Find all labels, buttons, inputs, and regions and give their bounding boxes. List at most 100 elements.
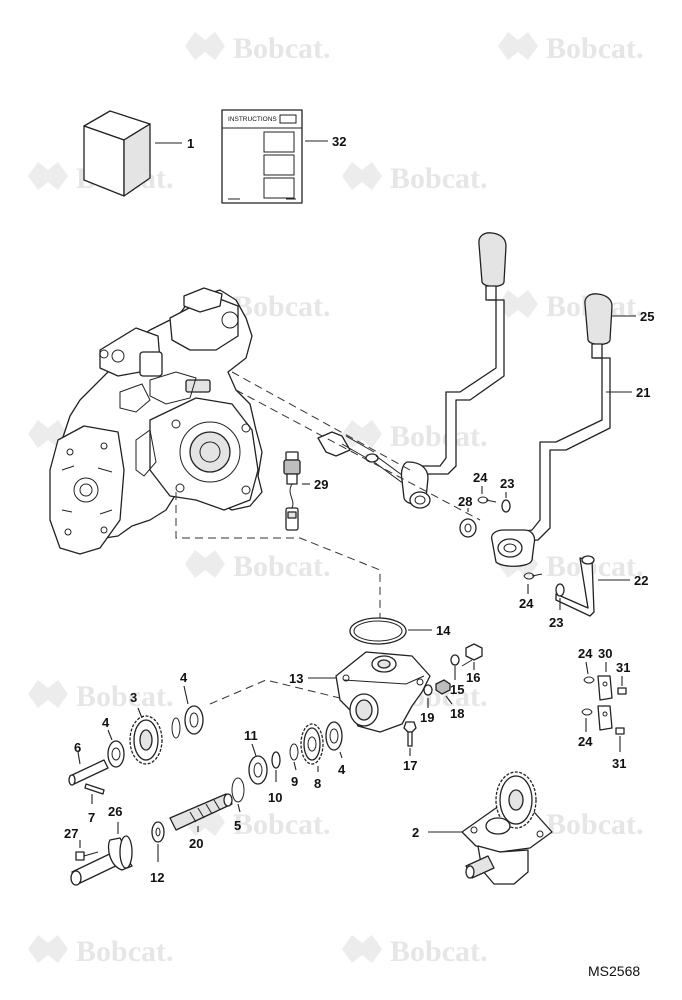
- gear-8: [300, 723, 324, 765]
- watermark-text: Bobcat.: [233, 550, 331, 583]
- washer-23-top: [501, 499, 511, 513]
- watermark-text: Bobcat.: [76, 680, 174, 713]
- callout-13: 13: [289, 671, 303, 686]
- plug-18: [435, 679, 451, 695]
- watermark-text: Bobcat.: [233, 808, 331, 841]
- callout-24a: 24: [473, 470, 488, 485]
- bobcat-logo-icon: [342, 162, 382, 190]
- callout-10: 10: [268, 790, 282, 805]
- alignment-line-lever: [231, 371, 481, 521]
- clevis-detail-top: [583, 675, 627, 701]
- washer-12: [151, 821, 165, 843]
- callout-24b: 24: [519, 596, 534, 611]
- pin-6: [68, 759, 109, 786]
- callout-1: 1: [187, 136, 194, 151]
- callout-17: 17: [403, 758, 417, 773]
- speed-sensor: [283, 451, 301, 531]
- callout-27: 27: [64, 826, 78, 841]
- bobcat-logo-icon: [28, 680, 68, 708]
- steering-lever-right: [490, 293, 613, 567]
- cotter-pin-top: [477, 496, 497, 504]
- callout-11: 11: [244, 728, 258, 743]
- bobcat-logo-icon: [342, 935, 382, 963]
- splined-shaft-20: [169, 793, 233, 831]
- watermark-text: Bobcat.: [546, 550, 644, 583]
- bearing-4-right: [325, 721, 343, 751]
- callout-7: 7: [88, 810, 95, 825]
- callout-4c: 4: [338, 762, 346, 777]
- callout-22: 22: [634, 573, 648, 588]
- callout-18: 18: [450, 706, 464, 721]
- bearing-4-top: [171, 705, 204, 739]
- washer-23-lower: [555, 583, 565, 597]
- bearing-11: [248, 755, 268, 785]
- callout-24d: 24: [578, 734, 593, 749]
- snap-ring-9: [289, 743, 299, 761]
- hydrostatic-pump-assembly: [49, 287, 263, 555]
- gear-3: [129, 715, 163, 765]
- callout-31b: 31: [612, 756, 626, 771]
- bolt-17: [403, 721, 417, 747]
- o-ring-14: [349, 617, 407, 645]
- callout-30: 30: [598, 646, 612, 661]
- alignment-line-gears: [209, 679, 349, 705]
- watermark-text: Bobcat.: [233, 290, 331, 323]
- watermark-text: Bobcat.: [546, 808, 644, 841]
- washer-10: [271, 751, 281, 769]
- cotter-pin-lower: [523, 572, 543, 580]
- callout-29: 29: [314, 477, 328, 492]
- callout-25: 25: [640, 309, 654, 324]
- bobcat-logo-icon: [28, 935, 68, 963]
- callout-14: 14: [436, 623, 451, 638]
- instructions-sheet: INSTRUCTIONS: [221, 109, 303, 204]
- clevis-detail-bottom: [581, 705, 625, 735]
- callout-5: 5: [234, 818, 241, 833]
- bobcat-logo-icon: [28, 162, 68, 190]
- callout-24c: 24: [578, 646, 593, 661]
- washer-15: [450, 654, 460, 666]
- bobcat-logo-icon: [185, 550, 225, 578]
- axle-hub-26: [70, 835, 133, 886]
- gearbox-housing: [335, 651, 431, 733]
- callout-16: 16: [466, 670, 480, 685]
- watermark-text: Bobcat.: [233, 32, 331, 65]
- watermark-text: Bobcat.: [390, 935, 488, 968]
- linkage-rod: [555, 555, 595, 617]
- callout-15: 15: [450, 682, 464, 697]
- callout-3: 3: [130, 690, 137, 705]
- bobcat-logo-icon: [185, 32, 225, 60]
- callout-21: 21: [636, 385, 650, 400]
- roll-pin-7: [84, 783, 105, 795]
- bolt-27: [75, 851, 99, 861]
- callout-12: 12: [150, 870, 164, 885]
- callout-4a: 4: [180, 670, 188, 685]
- watermark-text: Bobcat.: [546, 32, 644, 65]
- washer-19: [423, 684, 433, 696]
- callout-2: 2: [412, 825, 419, 840]
- bobcat-logo-icon: [498, 32, 538, 60]
- steering-lever-left: [400, 232, 507, 509]
- callout-6: 6: [74, 740, 81, 755]
- bearing-4-left: [107, 740, 125, 768]
- callout-9: 9: [291, 774, 298, 789]
- watermark-text: Bobcat.: [390, 420, 488, 453]
- drawing-number: MS2568: [588, 963, 640, 979]
- control-shaft: [317, 431, 407, 485]
- bobcat-logo-icon: [342, 420, 382, 448]
- callout-28: 28: [458, 494, 472, 509]
- gearbox-assembly-2: [461, 771, 553, 885]
- callout-8: 8: [314, 776, 321, 791]
- alignment-line-pump: [175, 492, 381, 640]
- washer-28: [459, 518, 477, 538]
- kit-box: [83, 110, 151, 197]
- bolt-16: [461, 643, 483, 667]
- watermark-text: Bobcat.: [390, 162, 488, 195]
- callout-23a: 23: [500, 476, 514, 491]
- callout-23b: 23: [549, 615, 563, 630]
- callout-31a: 31: [616, 660, 630, 675]
- watermark-text: Bobcat.: [76, 935, 174, 968]
- callout-4b: 4: [102, 715, 110, 730]
- callout-19: 19: [420, 710, 434, 725]
- callout-32: 32: [332, 134, 346, 149]
